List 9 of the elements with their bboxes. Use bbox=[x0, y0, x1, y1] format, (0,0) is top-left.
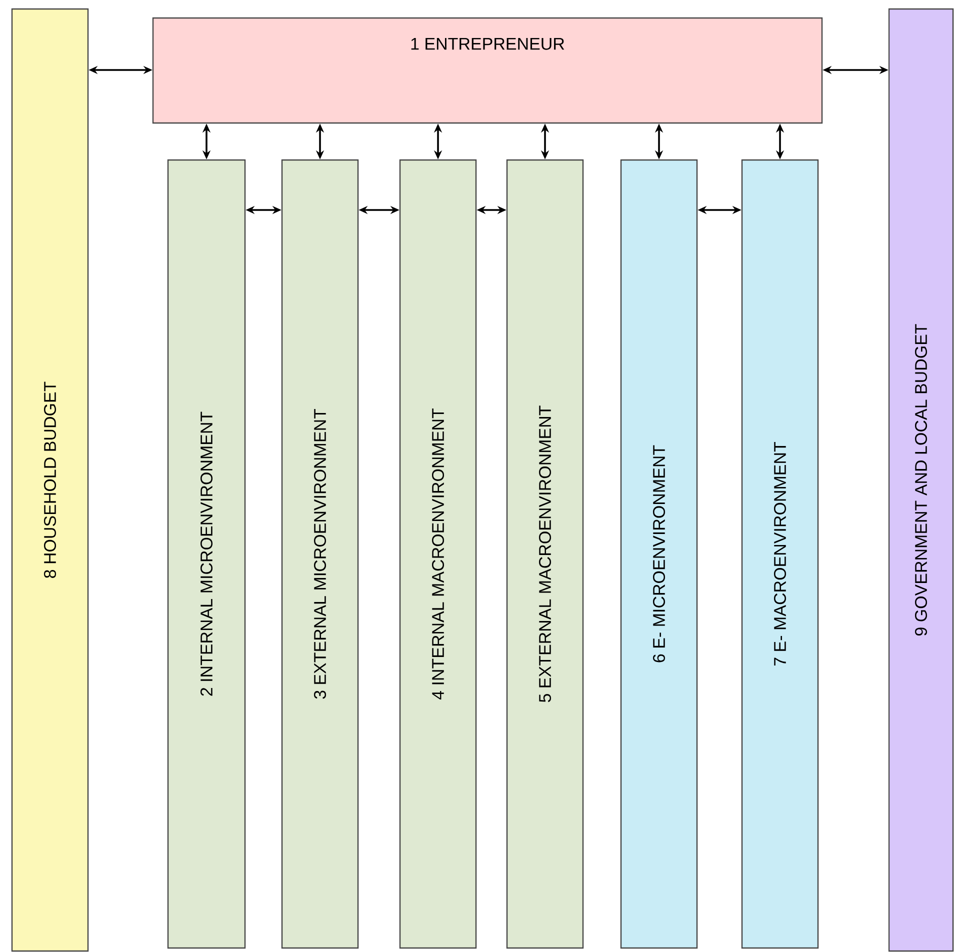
environment-column: 4 INTERNAL MACROENVIRONMENT bbox=[399, 159, 477, 949]
environment-column: 6 E- MICROENVIRONMENT bbox=[620, 159, 698, 949]
environment-column: 7 E- MACROENVIRONMENT bbox=[741, 159, 819, 949]
budget-column: 8 HOUSEHOLD BUDGET bbox=[11, 8, 89, 952]
environment-column: 3 EXTERNAL MICROENVIRONMENT bbox=[281, 159, 359, 949]
environment-column: 2 INTERNAL MICROENVIRONMENT bbox=[167, 159, 246, 949]
entrepreneur-box: 1 ENTREPRENEUR bbox=[152, 17, 823, 124]
environment-column: 5 EXTERNAL MACROENVIRONMENT bbox=[506, 159, 584, 949]
budget-column: 9 GOVERNMENT AND LOCAL BUDGET bbox=[888, 8, 954, 952]
